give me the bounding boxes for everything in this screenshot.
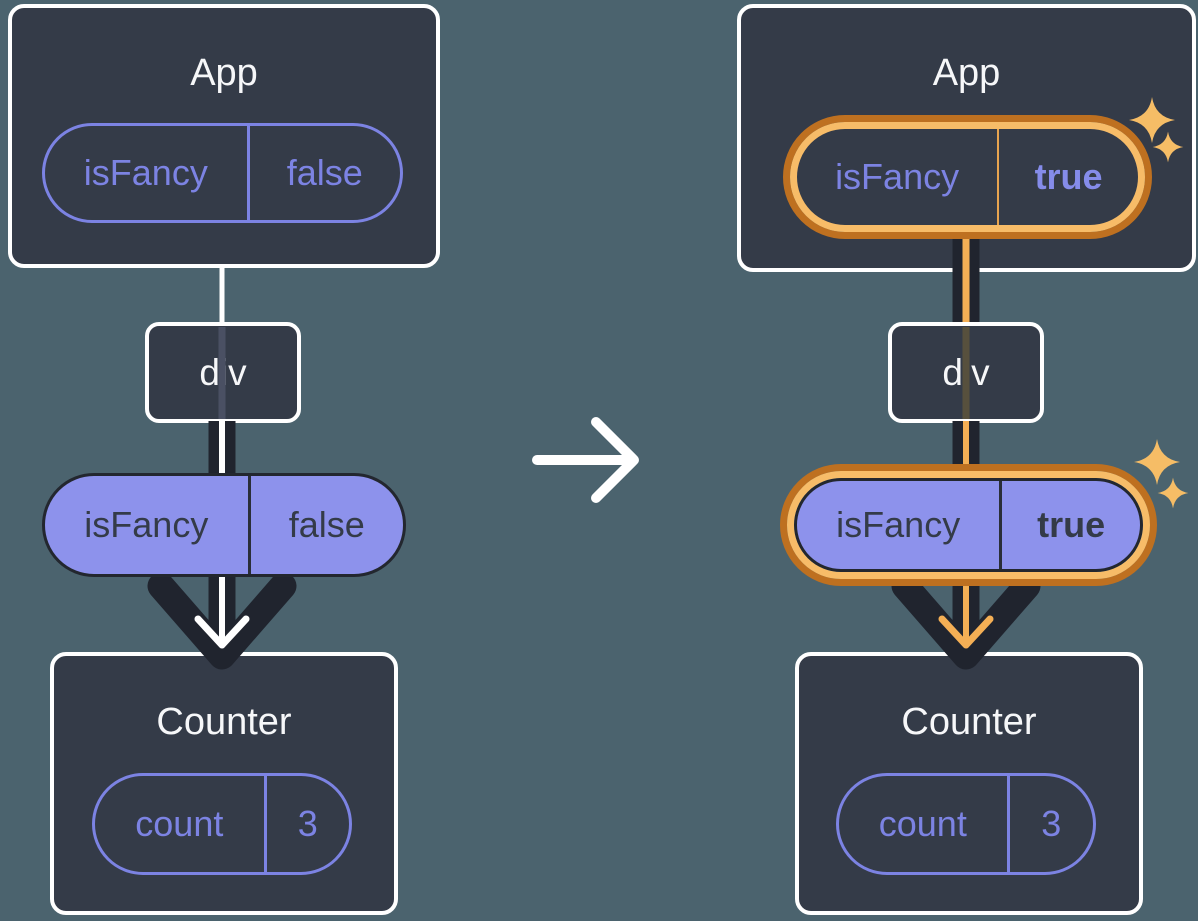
transition-arrow-icon — [532, 417, 639, 503]
prop-value: false — [247, 476, 403, 574]
prop-name: isFancy — [84, 504, 209, 545]
prop-name: isFancy — [835, 156, 960, 197]
left-div-label: div — [199, 351, 247, 393]
right-div-label: div — [942, 351, 990, 393]
left-arrow-down-icon — [147, 572, 297, 670]
right-counter-card — [795, 652, 1143, 915]
left-counter-title: Counter — [156, 701, 292, 743]
left-app-title: App — [190, 52, 258, 94]
left-counter-card — [50, 652, 398, 915]
state-value: 3 — [263, 776, 349, 872]
right-connectors — [891, 230, 1041, 670]
left-passed-prop-pill: isFancy false — [42, 473, 406, 577]
right-div-box: div — [888, 322, 1044, 423]
prop-value: true — [997, 129, 1138, 225]
prop-name: isFancy — [83, 152, 208, 193]
prop-value: true — [999, 481, 1140, 569]
right-counter-title: Counter — [901, 701, 1037, 743]
sparkle-icon — [1134, 439, 1180, 485]
sparkle-icon — [1157, 477, 1189, 509]
right-arrow-down-icon — [891, 572, 1041, 670]
state-name: count — [135, 803, 224, 844]
left-div-box: div — [145, 322, 301, 423]
left-app-prop-pill: isFancy false — [42, 123, 403, 223]
right-passed-prop-pill-highlighted: isFancy true — [780, 464, 1157, 586]
right-app-title: App — [932, 52, 1001, 94]
state-value: 3 — [1006, 776, 1093, 872]
right-app-prop-pill-highlighted: isFancy true — [783, 115, 1152, 239]
right-counter-state-pill: count 3 — [836, 773, 1096, 875]
left-counter-state-pill: count 3 — [92, 773, 352, 875]
prop-value: false — [246, 126, 400, 220]
state-name: count — [878, 803, 967, 844]
prop-name: isFancy — [836, 504, 961, 545]
